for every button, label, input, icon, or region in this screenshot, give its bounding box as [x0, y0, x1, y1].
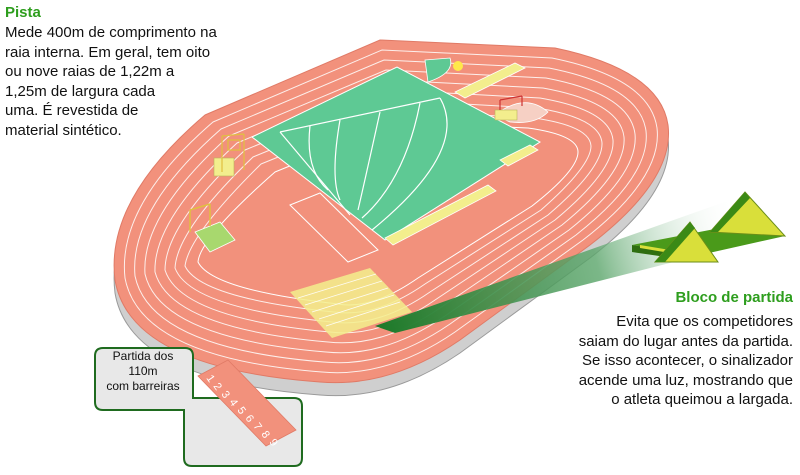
throwing-sectors	[279, 97, 448, 231]
bloco-line: acende uma luz, mostrando que	[578, 371, 793, 389]
straight-strip-3	[384, 184, 497, 246]
bloco-line: o atleta queimou a largada.	[611, 391, 793, 408]
lane-number-6: 6	[243, 413, 256, 425]
steeplechase-pit	[194, 221, 236, 253]
pista-title: Pista	[5, 4, 41, 21]
pista-line: ou nove raias de 1,22m a	[5, 63, 175, 80]
pole-vault-mat	[213, 157, 235, 177]
bloco-title: Bloco de partida	[675, 289, 793, 306]
callout-text: Partida dos 110m com barreiras	[95, 349, 191, 394]
green-field	[251, 66, 541, 241]
callout-line: 110m	[128, 364, 158, 378]
shot-put-circle	[453, 61, 463, 71]
jump-runway	[289, 192, 379, 263]
bloco-line: saiam do lugar antes da partida.	[578, 332, 793, 350]
bloco-description: Evita que os competidores saiam do lugar…	[503, 312, 793, 410]
lane-number-3: 3	[219, 389, 232, 401]
pista-line: Mede 400m de comprimento na	[5, 24, 217, 41]
lane-number-8: 8	[259, 429, 272, 441]
high-jump-mat	[494, 109, 518, 121]
starting-blocks	[632, 191, 787, 263]
start-zone	[290, 268, 412, 338]
pole-vault-uprights	[221, 133, 245, 172]
start-lane-strip	[197, 359, 297, 447]
hurdle-frame	[189, 203, 211, 232]
lane-number-2: 2	[211, 381, 224, 393]
bloco-line: Se isso acontecer, o sinalizador	[582, 352, 793, 369]
callout-line: Partida dos	[112, 349, 174, 363]
lane-numbers: 1 2 3 4 5 6 7 8 9	[204, 373, 280, 449]
pista-line: raia interna. Em geral, tem oito	[5, 43, 211, 61]
pista-description: Mede 400m de comprimento na raia interna…	[5, 23, 275, 140]
start-zone-stripes	[297, 273, 401, 327]
pista-line: uma. É revestida de	[5, 102, 139, 119]
callout-line: com barreiras	[106, 379, 180, 393]
lane-number-5: 5	[235, 405, 248, 417]
pista-line: 1,25m de largura cada	[5, 82, 156, 100]
straight-strip-2	[499, 144, 539, 167]
straight-strip	[454, 62, 526, 99]
pista-line: material sintético.	[5, 121, 122, 139]
lane-number-7: 7	[251, 421, 264, 433]
bloco-line: Evita que os competidores	[616, 313, 793, 330]
shot-put-sector	[424, 57, 452, 83]
lane-number-9: 9	[267, 437, 280, 449]
high-jump-bar	[499, 95, 523, 110]
callout-box	[94, 347, 303, 467]
lane-number-1: 1	[204, 373, 217, 385]
lane-number-4: 4	[227, 397, 240, 409]
zoom-beam	[375, 200, 760, 333]
